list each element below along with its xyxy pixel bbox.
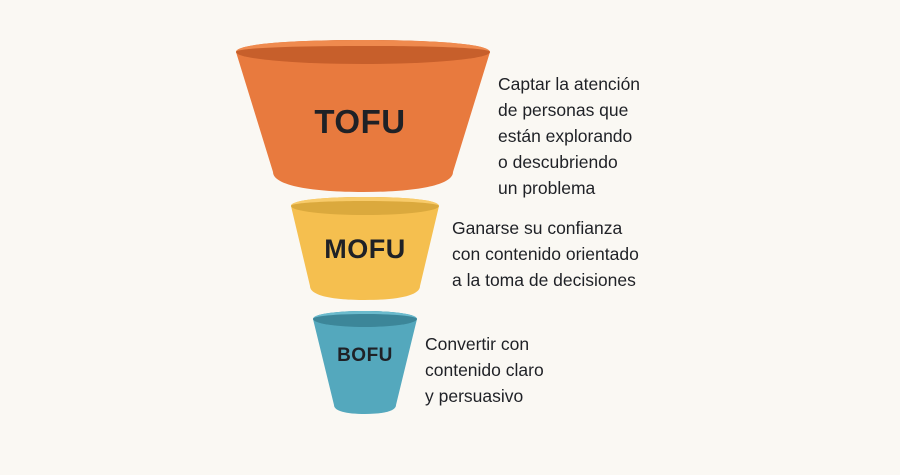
bofu-rim-inner xyxy=(313,311,417,327)
funnel-stage-mofu-shape xyxy=(291,197,439,300)
funnel-stage-bofu-shape xyxy=(313,311,417,414)
stage-description-tofu: Captar la atención de personas que están… xyxy=(498,74,641,198)
bofu-rim-highlight xyxy=(313,311,417,319)
stage-description-bofu: Convertir con contenido claro y persuasi… xyxy=(425,334,544,406)
mofu-body xyxy=(291,197,439,300)
mofu-rim-highlight xyxy=(291,197,439,206)
tofu-body xyxy=(236,40,490,192)
tofu-rim-highlight xyxy=(236,40,490,52)
funnel-stage-tofu-shape xyxy=(236,40,490,192)
stage-label-bofu: BOFU xyxy=(337,345,393,366)
stage-label-mofu: MOFU xyxy=(324,234,406,264)
stage-description-mofu: Ganarse su confianza con contenido orien… xyxy=(452,218,639,290)
stage-label-tofu: TOFU xyxy=(314,103,406,140)
bofu-body xyxy=(313,311,417,414)
